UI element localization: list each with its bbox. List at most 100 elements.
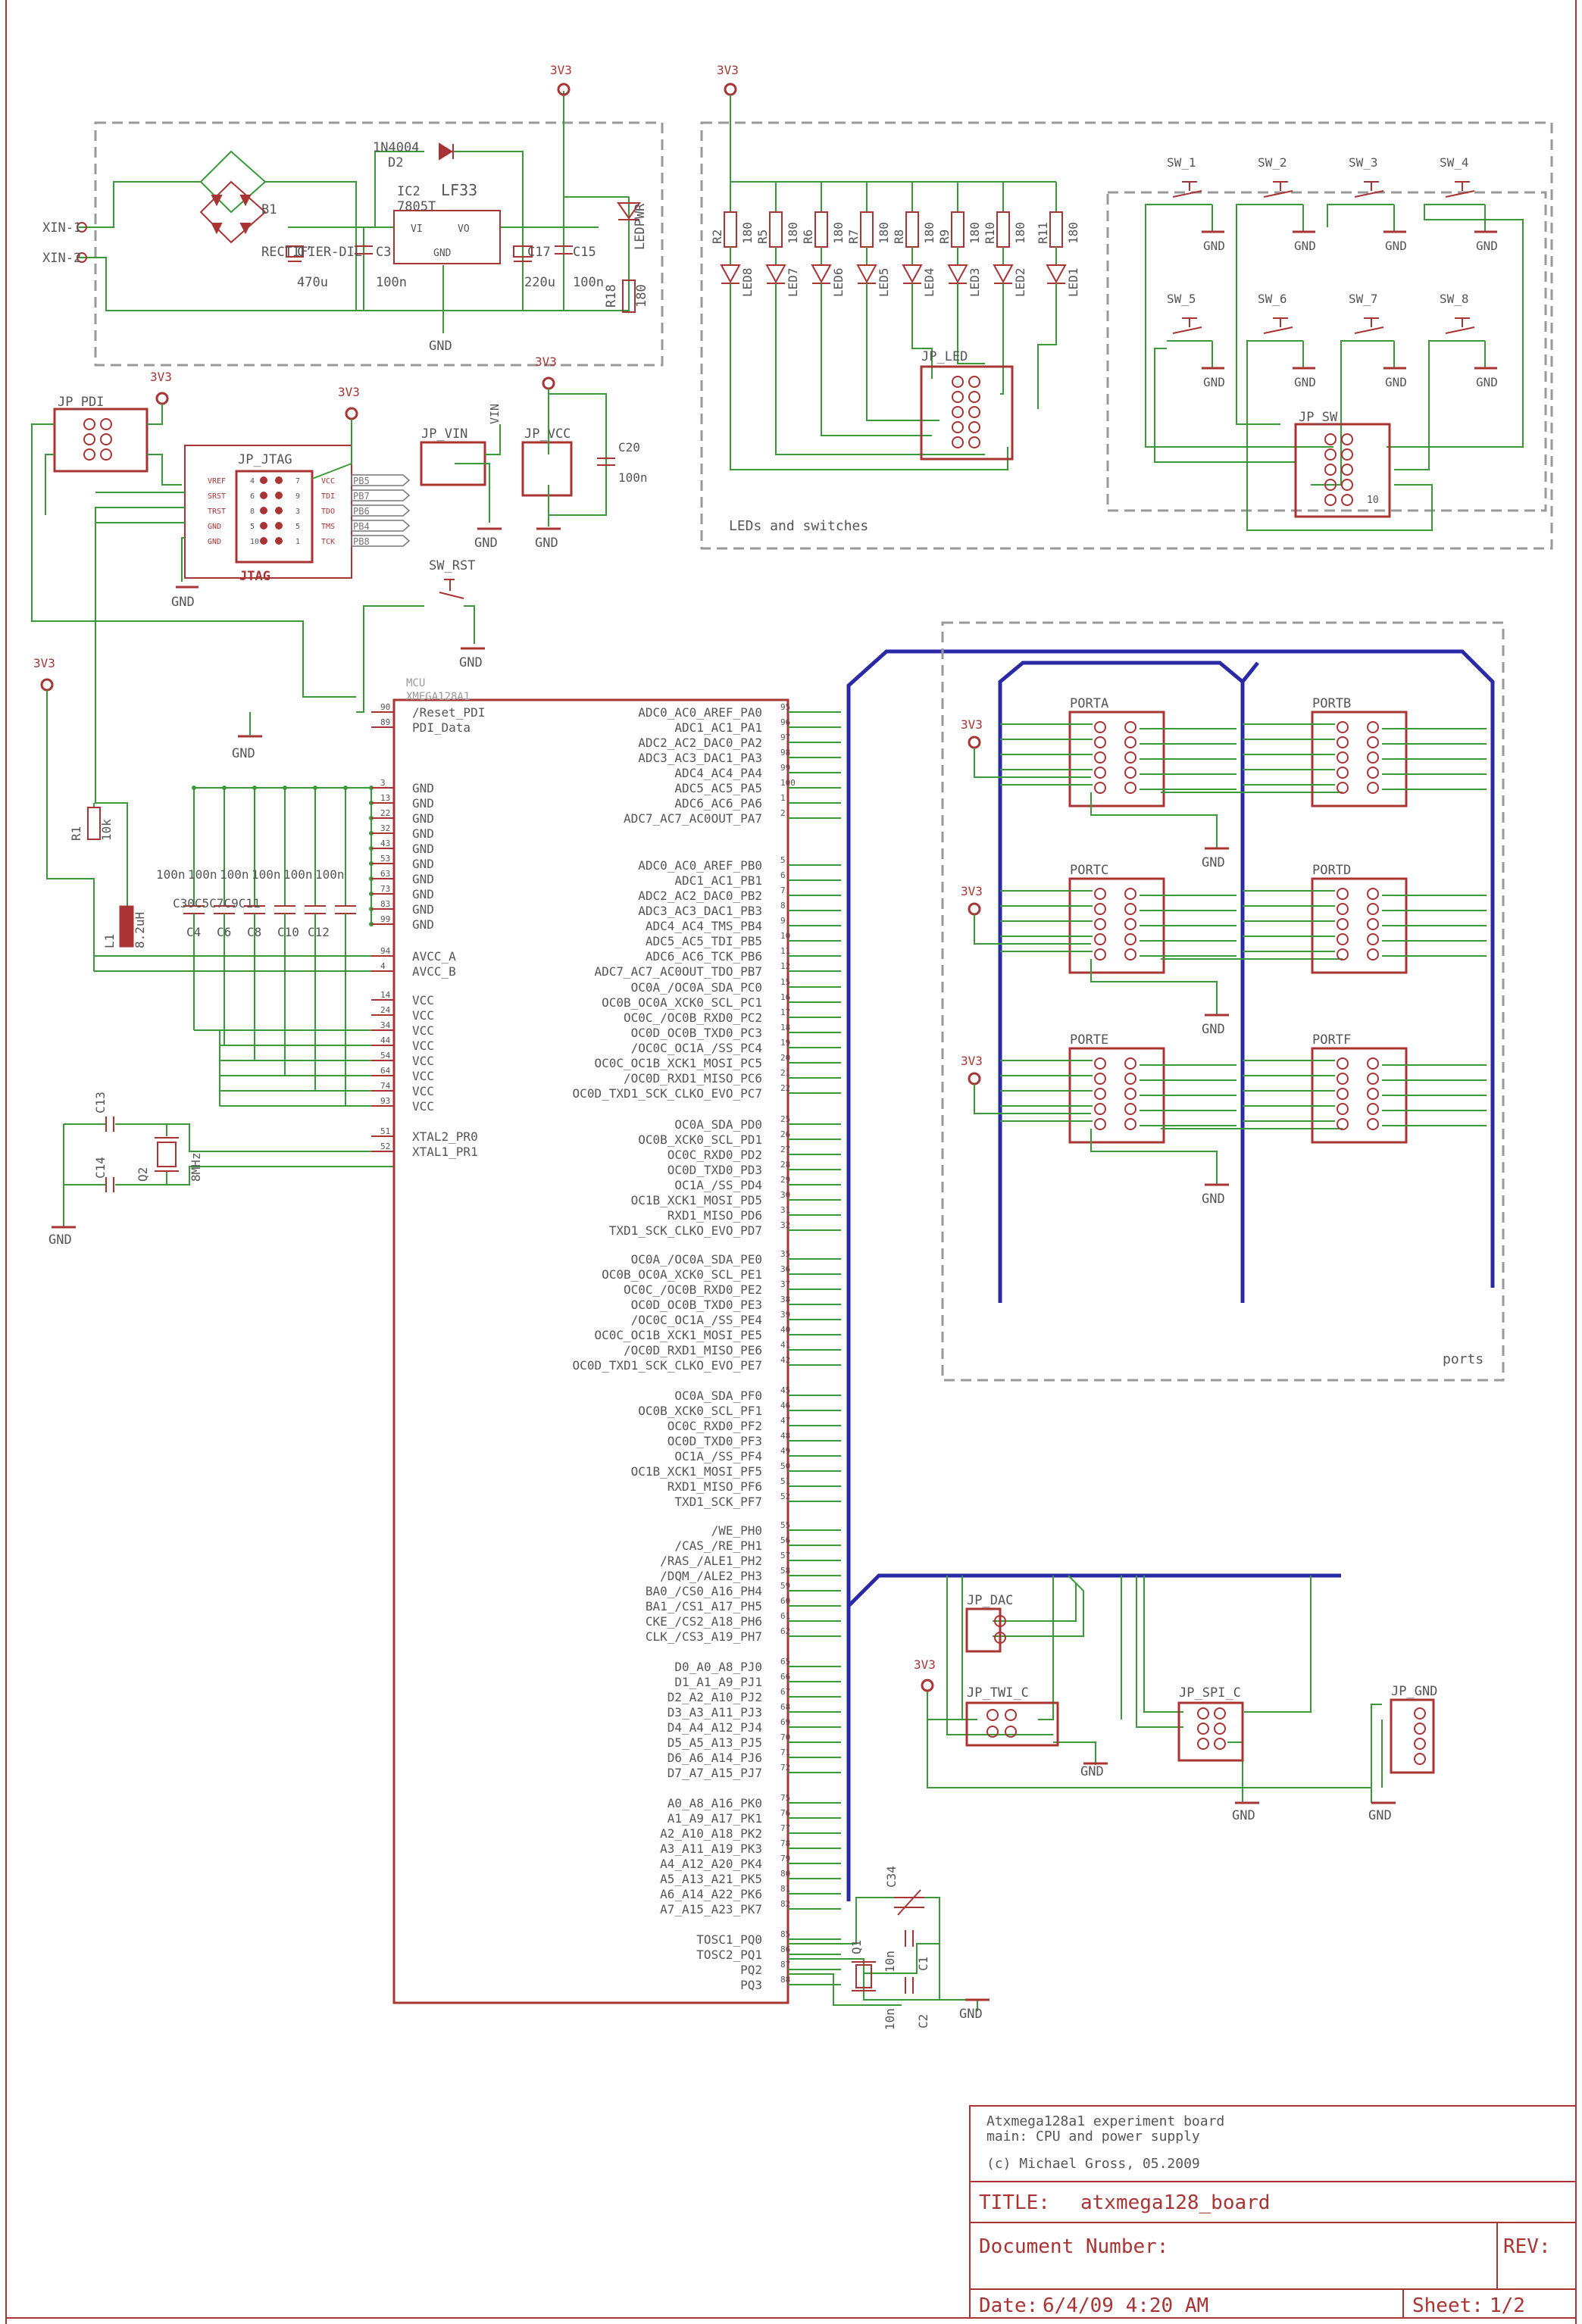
jp-sw-pin10: 10	[1367, 495, 1379, 506]
mcu-pin-number: 14	[380, 990, 391, 1000]
mcu-pin-signal: D4_A4_A12_PJ4	[668, 1720, 762, 1735]
mcu-pin-number: 48	[780, 1431, 790, 1441]
l1-label: L1	[102, 934, 117, 948]
vo-pin: VO	[458, 223, 470, 235]
c2-value: 10n	[883, 2008, 897, 2030]
mcu-pin-number: 86	[780, 1944, 790, 1954]
title-copyright: (c) Michael Gross, 05.2009	[986, 2156, 1200, 2172]
mcu-pin-signal: OC1A_/SS_PF4	[674, 1449, 762, 1463]
mcu-pin-signal: /CAS_/RE_PH1	[674, 1538, 762, 1553]
mcu-pin-number: 29	[780, 1175, 790, 1185]
jtag-port-label: PB5	[353, 476, 370, 486]
jp-vcc-header[interactable]	[521, 441, 573, 497]
mcu-pin-number: 66	[780, 1672, 790, 1682]
jp-sw-pin	[1324, 464, 1337, 476]
jtag-pin	[275, 537, 283, 545]
mcu-pin-number: 5	[780, 855, 786, 865]
mcu-pin-signal: CLK_/CS3_A19_PH7	[646, 1629, 762, 1644]
mcu-pin-signal: OC0B_XCK0_SCL_PD1	[638, 1132, 762, 1147]
jp-led-pin	[968, 376, 980, 388]
led-resistor-value: 180	[968, 222, 982, 244]
switch-label: SW_6	[1258, 292, 1287, 306]
mcu-pin-signal: /OC0C_OC1A_/SS_PC4	[631, 1041, 762, 1055]
mcu-pin-signal: /OC0D_RXD1_MISO_PC6	[624, 1071, 762, 1085]
led-resistor-ref: R9	[937, 230, 952, 244]
jp-sw-header[interactable]	[1294, 423, 1391, 518]
d2-ref: D2	[388, 155, 403, 170]
sheet-value: 1/2	[1490, 2294, 1525, 2317]
jp-vcc-label: JP_VCC	[524, 426, 571, 442]
jtag-port-flag	[351, 489, 411, 501]
mcu-pin-number: 45	[780, 1385, 790, 1395]
led-name: LED3	[968, 267, 982, 297]
jp-dac-header[interactable]	[965, 1607, 1002, 1653]
mcu-pin-signal: ADC7_AC7_AC0OUT_TDO_PB7	[594, 964, 762, 979]
mcu-pin-signal: /RAS_/ALE1_PH2	[660, 1554, 762, 1568]
mcu-pin-signal: OC0D_TXD0_PD3	[668, 1163, 762, 1177]
port-3v3-supply	[968, 902, 981, 916]
mcu-pin-signal: ADC3_AC3_DAC1_PA3	[638, 751, 762, 765]
mcu-pin-number: 67	[780, 1687, 790, 1697]
mcu-pin-signal: OC0D_TXD1_SCK_CLKO_EVO_PE7	[573, 1358, 762, 1373]
mcu-pin-number: 32	[780, 1220, 790, 1230]
pdi-pin	[83, 433, 95, 445]
rectifier-label: RECTIFIER-DIL	[261, 245, 362, 260]
mcu-pin-number: 94	[380, 946, 391, 956]
switch-gnd-label: GND	[1294, 375, 1316, 389]
xin1-terminal[interactable]	[77, 222, 87, 233]
jp-spi-header[interactable]	[1177, 1701, 1244, 1762]
mcu-pin-signal: GND	[412, 887, 434, 901]
jp-gnd-header[interactable]	[1390, 1698, 1435, 1774]
jtag-pin	[275, 507, 283, 514]
led-diode	[1046, 264, 1067, 284]
port-header[interactable]: PORTF	[1243, 1032, 1487, 1144]
jp-twi-header[interactable]	[965, 1701, 1059, 1747]
cin-label: C’	[297, 245, 312, 260]
mcu-pin-signal: GND	[412, 902, 434, 917]
jp-led-header[interactable]	[920, 365, 1014, 461]
mcu-pin-number: 78	[780, 1838, 790, 1848]
jtag-pin-num-left: 4	[250, 477, 255, 486]
mcu-pin-number: 53	[380, 854, 390, 864]
mcu-pin-number: 99	[780, 763, 790, 773]
mcu-pin-signal: OC0C_RXD0_PF2	[668, 1419, 762, 1433]
jp-sw-pin	[1324, 433, 1337, 445]
jp-jtag-header[interactable]	[235, 470, 314, 564]
ports-frame	[941, 621, 1505, 1382]
c2-label: C2	[916, 2014, 930, 2029]
mcu-pin-number: 50	[780, 1461, 790, 1471]
port-3v3-label: 3V3	[961, 1054, 983, 1068]
led-diode	[720, 264, 741, 284]
mcu-pin-signal: VCC	[412, 1054, 434, 1068]
jp-led-pin	[968, 436, 980, 448]
mcu-pin-signal: A5_A13_A21_PK5	[660, 1872, 762, 1886]
mcu-pin-signal: OC0A_/OC0A_SDA_PE0	[631, 1252, 762, 1267]
port-header[interactable]: PORTB	[1243, 696, 1487, 807]
xin2-terminal[interactable]	[77, 252, 87, 263]
jp-led-label: JP_LED	[921, 349, 968, 364]
jtag-pin-num-left: 5	[250, 523, 255, 531]
mcu-pin-number: 43	[380, 839, 390, 848]
mcu-pin-signal: D6_A6_A14_PJ6	[668, 1751, 762, 1765]
led-3v3-label: 3V3	[717, 63, 739, 77]
jp-pdi-header[interactable]	[53, 408, 149, 473]
port-header[interactable]: PORTD	[1243, 863, 1487, 974]
jtag-pin	[260, 522, 267, 529]
